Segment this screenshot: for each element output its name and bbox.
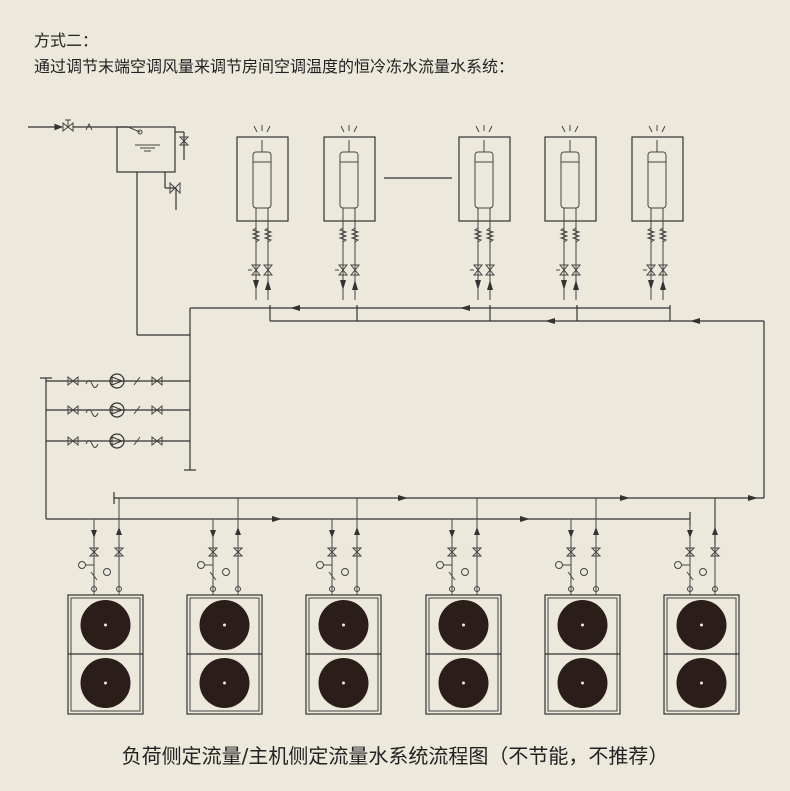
chiller-unit	[663, 498, 740, 715]
method-description: 通过调节末端空调风量来调节房间空调温度的恒冷冻水流量水系统：	[34, 57, 515, 76]
terminal-unit	[458, 125, 511, 300]
terminal-unit	[236, 125, 289, 300]
chiller-unit	[186, 498, 263, 715]
air-cooled-chillers	[67, 498, 740, 715]
chiller-unit	[425, 498, 502, 715]
diagram-caption: 负荷侧定流量/主机侧定流量水系统流程图（不节能，不推荐）	[121, 744, 669, 768]
pump-icon	[109, 402, 125, 418]
pump-icon	[109, 373, 125, 389]
chiller-unit	[544, 498, 621, 715]
terminal-unit	[631, 125, 684, 300]
terminal-unit	[544, 125, 597, 300]
terminal-unit	[323, 125, 376, 300]
load-side-pipes	[184, 305, 765, 498]
pump-icon	[109, 433, 125, 449]
pump-set	[46, 433, 190, 449]
expansion-tank	[28, 119, 190, 336]
chiller-unit	[305, 498, 382, 715]
heading: 方式二： 通过调节末端空调风量来调节房间空调温度的恒冷冻水流量水系统：	[34, 28, 514, 80]
pump-set	[46, 402, 190, 418]
chiller-side-pipes	[113, 492, 764, 545]
method-title: 方式二：	[34, 31, 99, 50]
chilled-water-pumps	[40, 373, 691, 526]
terminal-units	[236, 125, 684, 300]
inlet-valve-icon	[62, 119, 74, 133]
chiller-unit	[67, 498, 144, 715]
pump-set	[46, 373, 190, 389]
